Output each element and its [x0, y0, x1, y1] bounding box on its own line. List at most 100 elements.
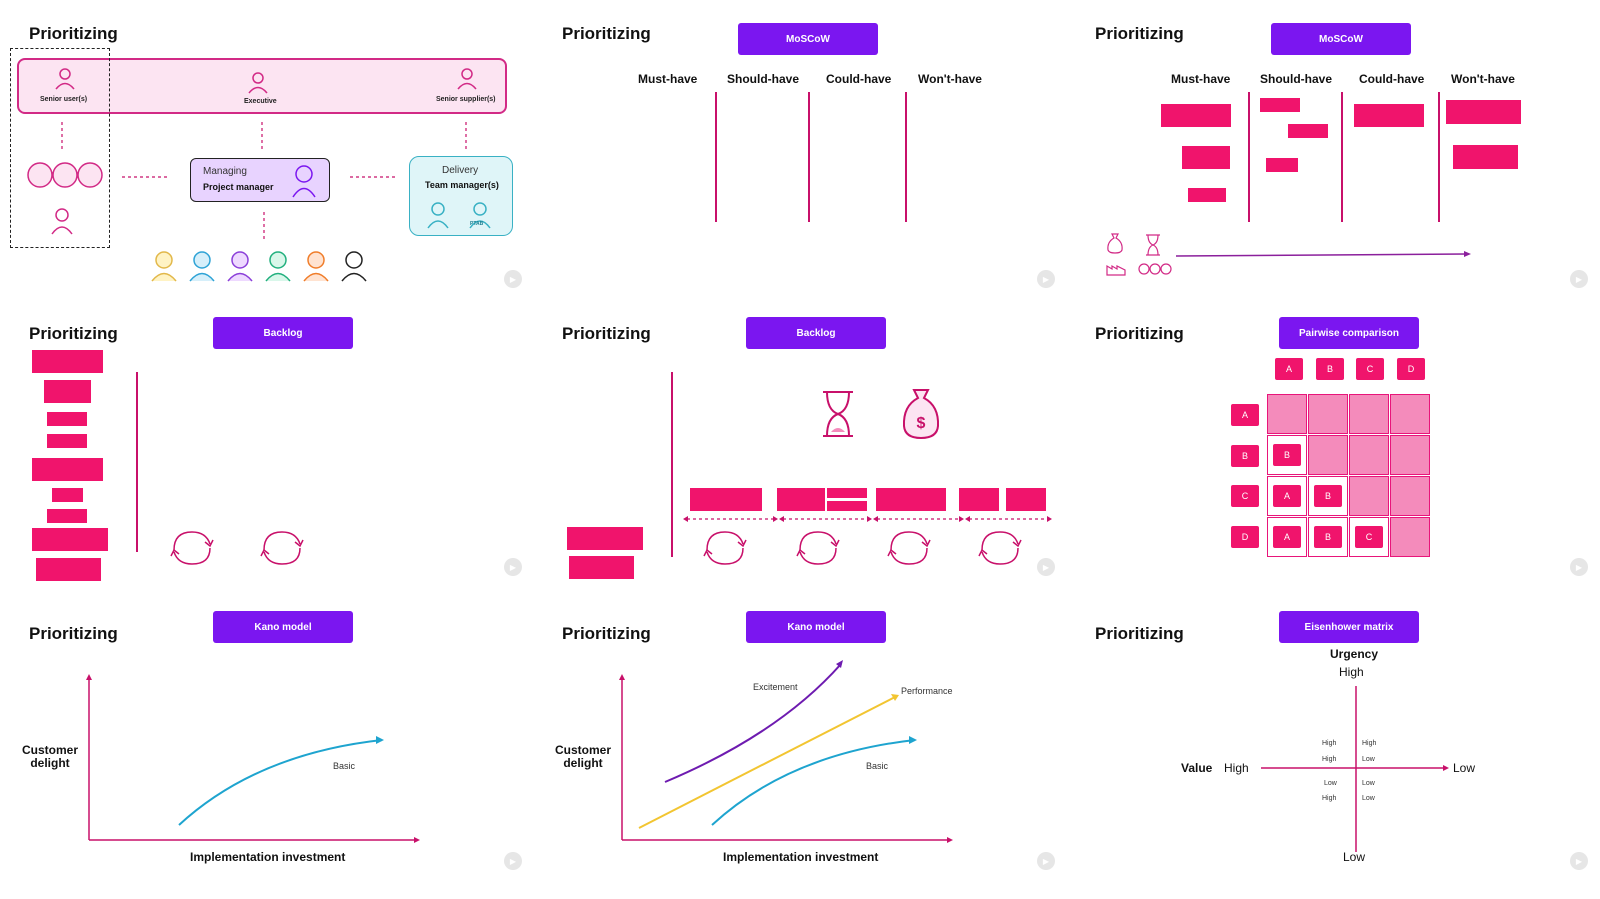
play-icon[interactable]: ▶ [1037, 852, 1055, 870]
team-manager-label: Team manager(s) [425, 180, 499, 190]
backlog-item [47, 434, 87, 448]
should-item [1260, 98, 1300, 112]
senior-user-label: Senior user(s) [40, 96, 88, 103]
board-box [17, 58, 507, 114]
senior-user-icon [55, 68, 75, 90]
arrow-manager-delivery [350, 176, 398, 178]
slide-title: Prioritizing [562, 324, 651, 343]
urgency-low-label: Low [1343, 850, 1366, 864]
grid-cell [1308, 435, 1348, 475]
divider [905, 92, 907, 222]
grid-cell [1390, 394, 1430, 434]
play-icon[interactable]: ▶ [1570, 852, 1588, 870]
team-member-icon [469, 202, 491, 229]
kano-axes [86, 674, 420, 843]
cycle-icon [978, 531, 1022, 565]
hourglass-icon [1146, 234, 1160, 256]
managing-label: Managing [203, 166, 247, 177]
q1-line2: High [1322, 756, 1337, 763]
winner-b-over-c: B [1314, 485, 1342, 507]
sprint-item [827, 488, 867, 498]
backlog-item [32, 350, 103, 373]
cycle-icon [170, 531, 214, 565]
senior-user-dashed-box [10, 48, 110, 248]
kano-pill: Kano model [746, 611, 886, 643]
timeline-arrow [1175, 251, 1471, 257]
wont-item [1446, 100, 1521, 124]
grid-cell [1390, 476, 1430, 516]
col-header-b: B [1316, 358, 1344, 380]
winner-b-over-a: B [1273, 444, 1301, 466]
play-icon[interactable]: ▶ [1037, 270, 1055, 288]
arrow-user-manager [122, 176, 170, 178]
slide-title: Prioritizing [29, 624, 118, 643]
arrow-user-vertical [61, 122, 63, 150]
play-icon[interactable]: ▶ [1570, 270, 1588, 288]
slide-pairwise: Prioritizing Pairwise comparison A B C D… [1066, 300, 1599, 599]
divider [136, 372, 138, 552]
play-icon[interactable]: ▶ [504, 270, 522, 288]
play-icon[interactable]: ▶ [1037, 558, 1055, 576]
must-item [1188, 188, 1226, 202]
sprint-item [827, 501, 867, 511]
col-should-have: Should-have [1260, 72, 1333, 86]
slide-governance: Prioritizing Senior user(s) Executive Se… [0, 0, 533, 299]
delivery-box: Delivery Team manager(s) PTAB [409, 156, 513, 236]
winner-b-over-d: B [1314, 526, 1342, 548]
slide-title: Prioritizing [29, 24, 118, 43]
divider [1341, 92, 1343, 222]
row-header-d: D [1231, 526, 1259, 548]
people-icon [1138, 263, 1172, 275]
wont-item [1453, 145, 1518, 169]
winner-a-over-c: A [1273, 485, 1301, 507]
backlog-pill: Backlog [213, 317, 353, 349]
slide-title: Prioritizing [29, 324, 118, 343]
svg-text:$: $ [917, 415, 926, 432]
eisenhower-pill: Eisenhower matrix [1279, 611, 1419, 643]
slide-moscow-filled: Prioritizing MoSCoW Must-have Should-hav… [1066, 0, 1599, 299]
slide-title: Prioritizing [562, 24, 651, 43]
backlog-item [32, 458, 103, 481]
grid-cell [1308, 394, 1348, 434]
arrow-manager-team [263, 212, 265, 240]
q2-line2: Low [1362, 756, 1375, 763]
project-manager-icon [292, 165, 316, 198]
play-icon[interactable]: ▶ [504, 852, 522, 870]
could-item [1354, 104, 1424, 127]
backlog-item [567, 527, 643, 550]
moscow-pill: MoSCoW [1271, 23, 1411, 55]
q4-line2: Low [1362, 795, 1375, 802]
moscow-pill: MoSCoW [738, 23, 878, 55]
slide-kano-full: Prioritizing Kano model Customer delight… [533, 600, 1066, 899]
q1-line1: High [1322, 740, 1337, 747]
col-wont-have: Won't-have [1451, 72, 1515, 86]
backlog-item [36, 558, 101, 581]
slide-backlog-sprints: Prioritizing Backlog $ [533, 300, 1066, 599]
slide-kano-basic: Prioritizing Kano model Customer delight… [0, 600, 533, 899]
play-icon[interactable]: ▶ [504, 558, 522, 576]
should-item [1266, 158, 1298, 172]
project-manager-label: Project manager [203, 182, 274, 192]
backlog-item [47, 509, 87, 523]
value-low-label: Low [1453, 761, 1476, 775]
winner-a-over-d: A [1273, 526, 1301, 548]
basic-curve-label: Basic [333, 761, 356, 771]
divider [671, 372, 673, 557]
grid-cell [1390, 517, 1430, 557]
senior-supplier-icon [457, 68, 477, 90]
grid-cell [1349, 435, 1389, 475]
slide-title: Prioritizing [1095, 24, 1184, 43]
grid-cell [1349, 394, 1389, 434]
cycle-icon [260, 531, 304, 565]
divider [1438, 92, 1440, 222]
cycle-icon [887, 531, 931, 565]
grid-cell [1267, 394, 1307, 434]
slide-backlog-list: Prioritizing Backlog ▶ [0, 300, 533, 599]
sprint-timeline [683, 516, 1052, 522]
play-icon[interactable]: ▶ [1570, 558, 1588, 576]
backlog-item [44, 380, 91, 403]
sprint-item [876, 488, 946, 511]
cycle-icon [796, 531, 840, 565]
senior-supplier-label: Senior supplier(s) [436, 96, 496, 103]
executive-label: Executive [244, 98, 277, 105]
